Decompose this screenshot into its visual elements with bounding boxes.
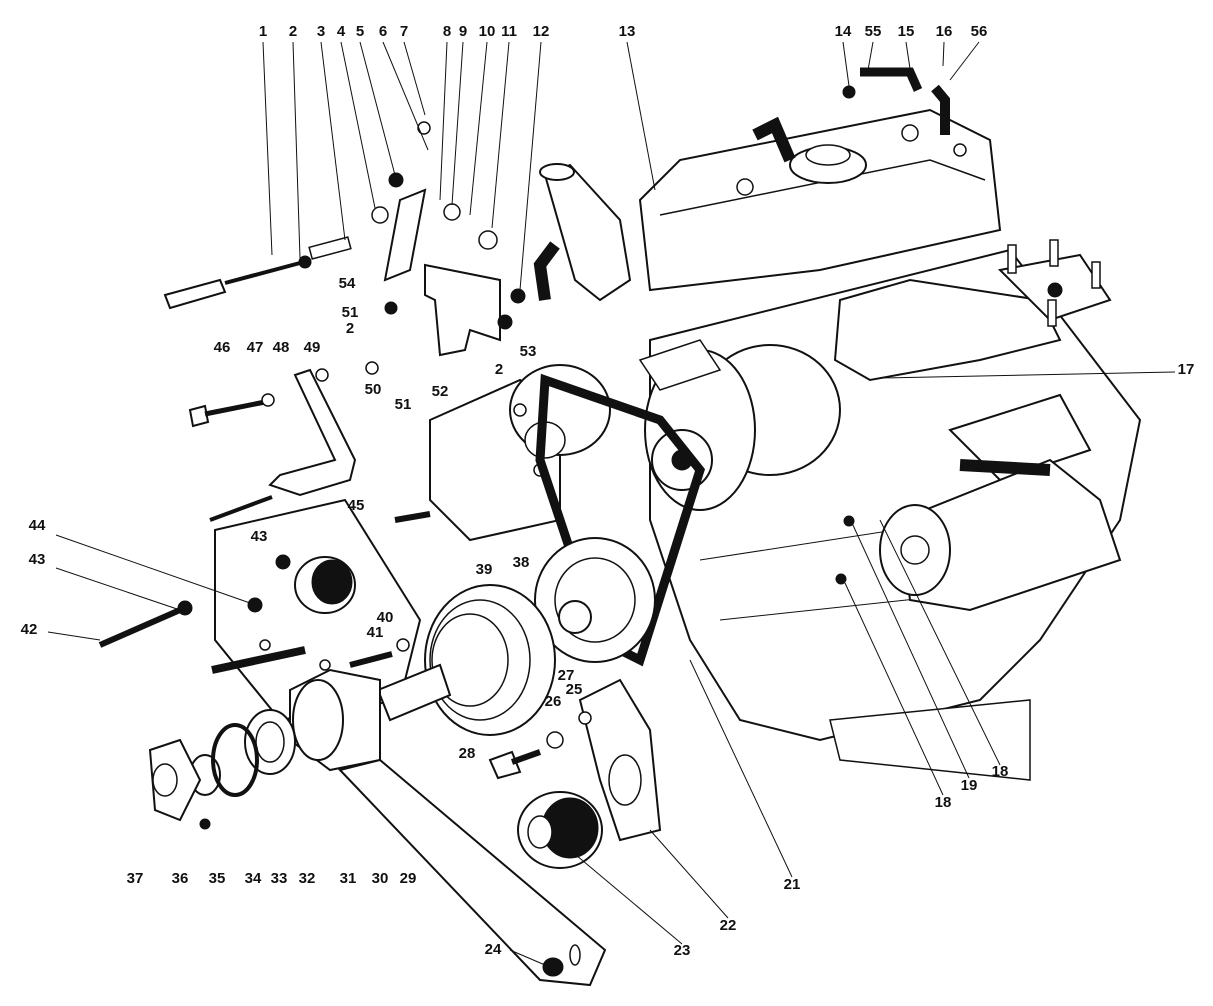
adjuster-rod <box>163 236 352 310</box>
callout-label: 48 <box>273 339 290 356</box>
callout-label: 55 <box>865 23 882 40</box>
callout-label: 29 <box>400 870 417 887</box>
callout-label: 24 <box>485 941 502 958</box>
callout-label: 19 <box>961 777 978 794</box>
callout-label: 35 <box>209 870 226 887</box>
callout-label: 53 <box>520 343 537 360</box>
crankshaft-pulley <box>534 537 656 663</box>
callout-label: 44 <box>29 517 46 534</box>
callout-label: 31 <box>340 870 357 887</box>
callout-label: 8 <box>443 23 451 40</box>
water-pump <box>429 364 611 542</box>
small-hardware <box>247 85 856 749</box>
callout-label: 13 <box>619 23 636 40</box>
callout-label: 2 <box>346 320 354 337</box>
callout-label: 43 <box>251 528 268 545</box>
callout-label: 7 <box>400 23 408 40</box>
callout-label: 25 <box>566 681 583 698</box>
support-arm <box>338 758 607 987</box>
callout-label: 23 <box>674 942 691 959</box>
callout-label: 1 <box>259 23 267 40</box>
studs-and-bolts <box>98 393 542 780</box>
bracket-52 <box>424 263 501 357</box>
engine-mount-bracket <box>578 678 662 842</box>
callout-label: 6 <box>379 23 387 40</box>
bracket-48 <box>268 368 357 497</box>
callout-label: 11 <box>501 23 517 40</box>
callout-label: 49 <box>304 339 321 356</box>
callout-label: 32 <box>299 870 316 887</box>
callout-label: 14 <box>835 23 852 40</box>
callout-label: 34 <box>245 870 262 887</box>
callout-label: 43 <box>29 551 46 568</box>
fan-belt <box>535 373 706 667</box>
callout-label: 51 <box>342 304 359 321</box>
callout-label: 3 <box>317 23 325 40</box>
callout-label: 2 <box>495 361 503 378</box>
callout-label: 22 <box>720 917 737 934</box>
callout-label: 21 <box>784 876 801 893</box>
exhaust-manifold <box>833 239 1112 382</box>
callout-label: 26 <box>545 693 562 710</box>
callout-label: 10 <box>479 23 496 40</box>
callout-label: 37 <box>127 870 144 887</box>
bracket-54 <box>383 188 427 282</box>
callout-label: 40 <box>377 609 394 626</box>
callout-label: 38 <box>513 554 530 571</box>
callout-label: 42 <box>21 621 38 638</box>
callout-label: 39 <box>476 561 493 578</box>
rocker-cover <box>638 108 1002 292</box>
leader-lines <box>47 41 1176 966</box>
callout-label: 46 <box>214 339 231 356</box>
rubber-mount-upper <box>294 556 356 614</box>
callout-label: 36 <box>172 870 189 887</box>
callout-label: 28 <box>459 745 476 762</box>
breather-pipe <box>539 163 632 302</box>
callout-label: 45 <box>348 497 365 514</box>
callout-label: 50 <box>365 381 382 398</box>
alternator <box>638 339 841 511</box>
drive-pulley <box>376 584 556 736</box>
callout-label: 18 <box>935 794 952 811</box>
callout-label: 30 <box>372 870 389 887</box>
callout-label: 47 <box>247 339 264 356</box>
bearing-housing <box>244 668 381 775</box>
callout-label: 5 <box>356 23 364 40</box>
callout-label: 41 <box>367 624 384 641</box>
callout-label: 52 <box>432 383 449 400</box>
callout-label: 12 <box>533 23 550 40</box>
starter-motor <box>879 393 1122 612</box>
callout-label: 16 <box>936 23 953 40</box>
callout-label: 9 <box>459 23 467 40</box>
end-cover-and-circlips <box>148 723 259 830</box>
callout-label: 18 <box>992 763 1009 780</box>
callout-label: 2 <box>289 23 297 40</box>
callout-label: 54 <box>339 275 356 292</box>
callout-label: 27 <box>558 667 575 684</box>
rubber-mount-lower <box>517 791 603 869</box>
callout-label: 4 <box>337 23 346 40</box>
callout-label: 33 <box>271 870 288 887</box>
callout-label: 17 <box>1178 361 1195 378</box>
callout-label: 56 <box>971 23 988 40</box>
callout-label: 51 <box>395 396 412 413</box>
callout-label: 15 <box>898 23 915 40</box>
